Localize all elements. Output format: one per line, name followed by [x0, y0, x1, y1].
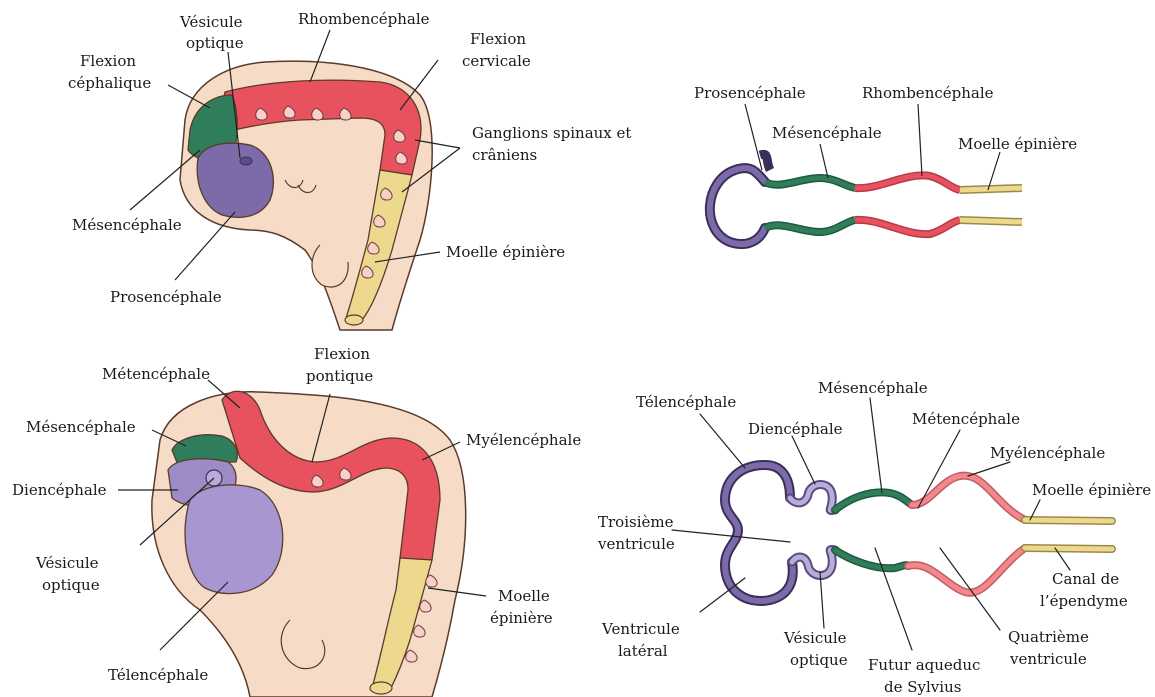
br-label-quatrieme: Quatrième ventricule — [1008, 628, 1094, 668]
br-label-vesicule-optique: Vésicule optique — [783, 629, 851, 669]
tr-label-prosencephale: Prosencéphale — [694, 84, 806, 102]
br-label-diencephale: Diencéphale — [748, 420, 843, 438]
tr-label-moelle: Moelle épinière — [958, 135, 1077, 153]
tl-label-flexion-cephalique: Flexion céphalique — [68, 52, 151, 92]
top-right-tube: Prosencéphale Rhombencéphale Mésencéphal… — [694, 84, 1077, 244]
bottom-left-embryo: Métencéphale Flexion pontique Mésencépha… — [12, 345, 581, 697]
br-telen-upper-fill — [725, 465, 793, 601]
bl-label-vesicule-optique: Vésicule optique — [35, 554, 103, 594]
br-moelle-upper-fill — [1025, 520, 1112, 521]
br-label-aqueduc: Futur aqueduc de Sylvius — [868, 656, 985, 696]
br-rhomb-lower — [908, 548, 1025, 593]
bottom-right-tube: Mésencéphale Télencéphale Métencéphale D… — [597, 379, 1151, 696]
bl-label-myelencephale: Myélencéphale — [466, 431, 581, 449]
br-label-telencephale: Télencéphale — [636, 393, 736, 411]
bl-label-mesencephale: Mésencéphale — [26, 418, 136, 436]
bl-label-diencephale: Diencéphale — [12, 481, 107, 499]
bl-label-flexion-pontique: Flexion pontique — [306, 345, 375, 385]
tr-label-rhombencephale: Rhombencéphale — [862, 84, 994, 102]
br-label-troisieme: Troisième ventricule — [597, 513, 678, 553]
br-label-mesencephale: Mésencéphale — [818, 379, 928, 397]
br-label-myelencephale: Myélencéphale — [990, 444, 1105, 462]
tr-upper-moelle-fill — [960, 188, 1022, 190]
top-left-moelle-end — [345, 315, 363, 325]
bl-label-metencephale: Métencéphale — [102, 365, 210, 383]
tr-lower-moelle-fill — [960, 220, 1022, 222]
bl-label-telencephale: Télencéphale — [108, 666, 208, 684]
bl-telencephale-blob — [185, 485, 283, 594]
br-label-ventricule-lateral: Ventricule latéral — [601, 620, 685, 660]
br-label-moelle: Moelle épinière — [1032, 481, 1151, 499]
tl-label-rhombencephale: Rhombencéphale — [298, 10, 430, 28]
tr-label-mesencephale: Mésencéphale — [772, 124, 882, 142]
tl-label-ganglions: Ganglions spinaux et crâniens — [472, 124, 636, 164]
tl-label-prosencephale: Prosencéphale — [110, 288, 222, 306]
br-label-canal: Canal de l’épendyme — [1040, 570, 1128, 610]
bl-moelle-end — [370, 682, 392, 694]
tl-label-flexion-cervicale: Flexion cervicale — [462, 30, 531, 70]
tl-label-moelle: Moelle épinière — [446, 243, 565, 261]
br-moelle-lower-fill — [1025, 548, 1112, 549]
br-label-metencephale: Métencéphale — [912, 410, 1020, 428]
tl-label-mesencephale: Mésencéphale — [72, 216, 182, 234]
top-left-embryo: Flexion céphalique Vésicule optique Rhom… — [68, 10, 636, 330]
tl-label-vesicule-optique: Vésicule optique — [179, 13, 247, 52]
top-left-optic-vesicle — [240, 157, 252, 165]
bl-label-moelle: Moelle épinière — [490, 587, 555, 627]
